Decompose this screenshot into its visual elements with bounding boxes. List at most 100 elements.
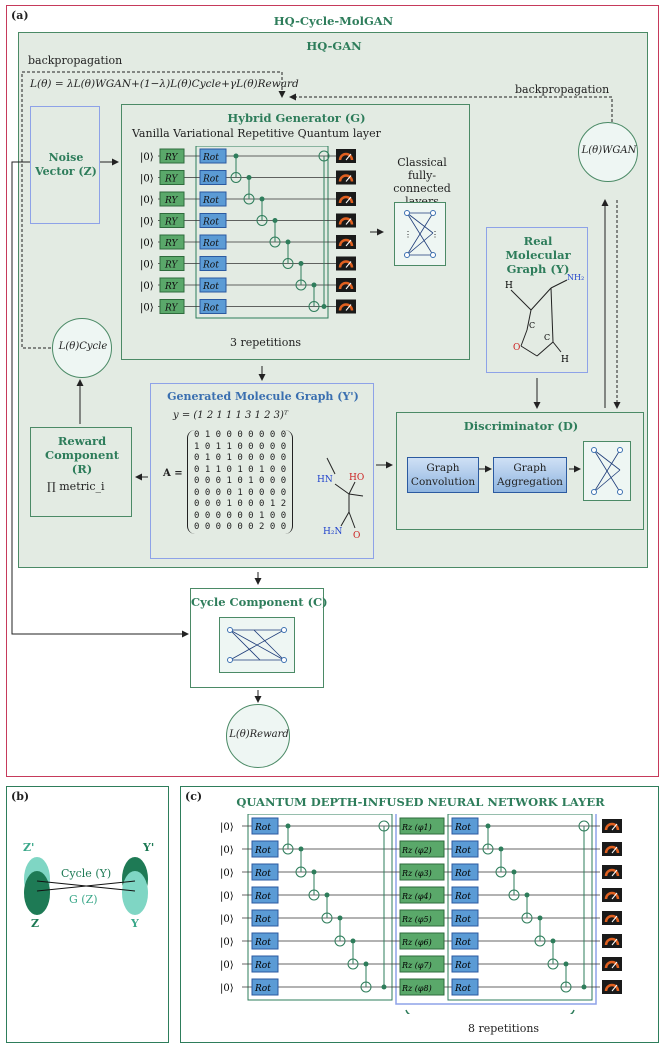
cnot-control	[246, 175, 252, 180]
repetitions-3-label: 3 repetitions	[230, 336, 302, 349]
measurement-icon	[336, 235, 356, 249]
atom-o2: O	[353, 531, 360, 541]
rot-gate-label: Rot	[454, 961, 471, 971]
rot-gate-label: Rot	[454, 846, 471, 856]
measurement-icon	[602, 888, 622, 902]
rot-gate-label: Rot	[202, 153, 219, 163]
cnot-target	[521, 912, 533, 924]
noise-vector-label: Noise Vector (Z)	[35, 151, 97, 178]
cnot-control	[524, 892, 530, 898]
rot-gate-label: Rot	[202, 304, 219, 314]
cnot-target	[295, 866, 307, 878]
cnot-control	[563, 961, 569, 967]
panel-a-connectors	[11, 71, 621, 703]
g-z-label: G (Z)	[69, 893, 98, 906]
dense-network-icon: ⋮⋮	[404, 210, 439, 258]
cnot-target	[347, 958, 359, 970]
rot-gate	[199, 277, 227, 293]
ket-zero-label: |0⟩	[140, 195, 154, 206]
ry-gate-label: RY	[164, 196, 178, 206]
dense-network-icon	[227, 627, 287, 663]
atom-ho: HO	[349, 473, 364, 483]
circuit-block-box	[447, 814, 593, 1001]
ket-zero-label: |0⟩	[220, 914, 234, 925]
cnot-target	[269, 236, 281, 248]
cnot-control	[298, 261, 304, 266]
ket-zero-label: |0⟩	[220, 960, 234, 971]
measurement-icon	[602, 957, 622, 971]
ry-gate	[159, 277, 185, 293]
rz-gate	[399, 932, 445, 950]
cnot-control	[337, 915, 343, 921]
measurement-icon	[336, 299, 356, 314]
panel-a-tag: (a)	[11, 9, 29, 22]
atom-c2: C	[544, 333, 550, 342]
y-vector: y = (1 2 1 1 1 3 1 2 3)ᵀ	[173, 410, 289, 421]
rot-gate-label: Rot	[454, 915, 471, 925]
cnot-target	[560, 981, 572, 993]
ry-gate-label: RY	[164, 153, 178, 163]
rot-gate	[451, 932, 479, 950]
cnot-target	[308, 889, 320, 901]
rot-gate	[451, 863, 479, 881]
ket-zero-label: |0⟩	[220, 822, 234, 833]
rot-gate-label: Rot	[454, 984, 471, 994]
loss-reward-node: L(θ)Reward	[226, 704, 290, 768]
discriminator-dense-box	[583, 441, 631, 501]
reward-formula: ∏ metric_i	[47, 480, 105, 493]
cnot-control	[381, 984, 387, 990]
repetition-brace	[405, 1009, 575, 1014]
rot-gate-label: Rot	[454, 892, 471, 902]
matrix-label: A =	[163, 468, 183, 479]
real-molecule-image: H NH₂ C C O H	[505, 273, 584, 365]
cnot-target	[243, 193, 255, 205]
cnot-target	[321, 912, 333, 924]
loss-cycle-label: L(θ)Cycle	[58, 341, 108, 352]
rot-gate-label: Rot	[254, 961, 271, 971]
rot-gate-label: Rot	[202, 218, 219, 228]
generator-title: Hybrid Generator (G)	[227, 111, 366, 125]
cycle-diagram	[24, 857, 148, 915]
rot-gate	[251, 955, 279, 973]
rot-gate	[199, 234, 227, 250]
cnot-control	[285, 239, 291, 245]
rz-gate-label: Rz (φ5)	[401, 915, 432, 924]
ry-gate-label: RY	[164, 239, 178, 249]
measurement-icon	[336, 192, 356, 206]
cnot-target	[295, 279, 307, 291]
graph-aggregation-node: Graph Aggregation	[493, 457, 567, 493]
cnot-control	[321, 304, 327, 309]
measurement-icon	[602, 819, 622, 833]
cnot-target	[378, 820, 390, 832]
adjacency-matrix: 0 1 0 0 0 0 0 0 0 1 0 1 1 0 0 0 0 0 0 1 …	[187, 430, 294, 534]
ry-gate-label: RY	[164, 218, 178, 228]
cnot-target	[282, 843, 294, 855]
measurement-icon	[602, 865, 622, 879]
svg-text:⋮: ⋮	[404, 230, 412, 239]
svg-text:⋮: ⋮	[431, 230, 439, 239]
y-prime-label: Y'	[143, 841, 155, 854]
matrix-row: 0 1 0 0 0 0 0 0 0	[194, 430, 287, 440]
ket-zero-label: |0⟩	[140, 217, 154, 228]
ry-gate	[159, 256, 185, 271]
cnot-control	[485, 823, 491, 829]
matrix-row: 0 0 0 0 1 0 0 0 0	[194, 487, 287, 498]
loss-wgan-label: L(θ)WGAN	[581, 145, 637, 156]
cnot-target	[318, 150, 330, 162]
measurement-icon	[602, 911, 622, 925]
rot-gate	[199, 148, 227, 164]
cnot-control	[311, 282, 317, 288]
rot-gate	[451, 817, 479, 835]
atom-h2: H	[561, 355, 569, 365]
atom-h2n: H₂N	[323, 527, 342, 537]
cycle-y-label: Cycle (Y)	[61, 867, 112, 880]
rz-gate-label: Rz (φ4)	[401, 892, 432, 901]
rot-gate	[199, 191, 227, 207]
rot-gate-label: Rot	[202, 282, 219, 292]
rot-gate-label: Rot	[254, 823, 271, 833]
rot-gate	[451, 886, 479, 904]
cnot-target	[508, 889, 520, 901]
cnot-target	[230, 172, 242, 183]
classical-layers-box: ⋮⋮	[394, 202, 446, 266]
atom-h1: H	[505, 281, 513, 291]
